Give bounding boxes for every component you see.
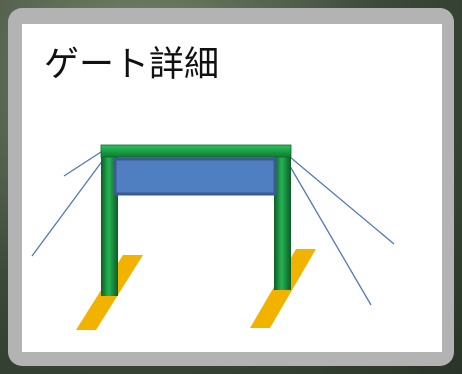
sign-board bbox=[113, 157, 277, 196]
guy-wire-left-upper bbox=[63, 149, 105, 177]
guy-wire-left-lower bbox=[31, 155, 107, 257]
top-beam bbox=[100, 144, 292, 158]
guy-wire-right-lower bbox=[283, 155, 372, 306]
guy-wire-right-upper bbox=[283, 151, 395, 245]
panel-title: ゲート詳細 bbox=[44, 45, 220, 85]
right-post bbox=[274, 150, 291, 290]
